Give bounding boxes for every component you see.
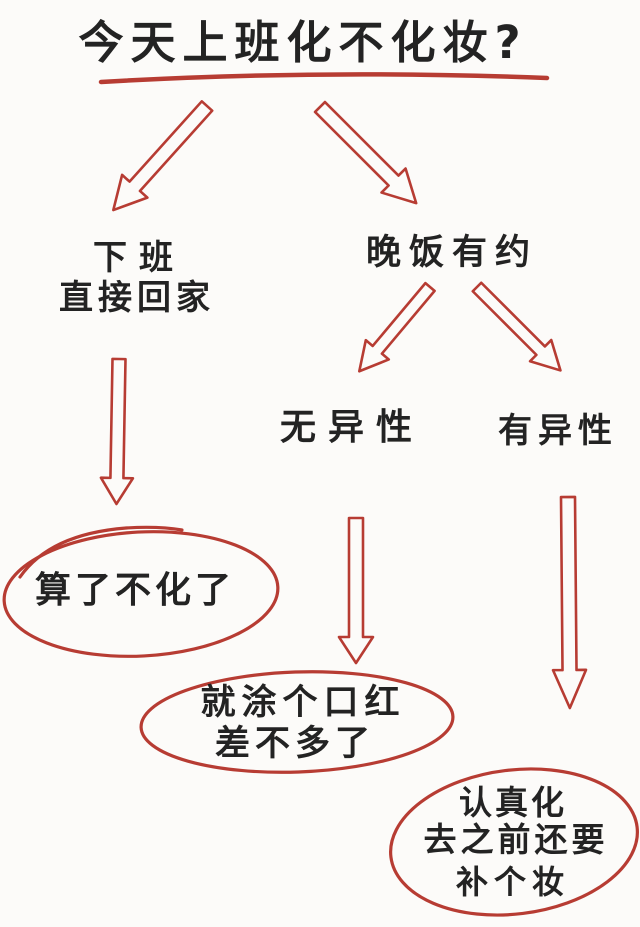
arrow-dinner-to-with-opposite-sex — [471, 281, 562, 372]
node-go-home-line1: 下班 — [93, 238, 185, 278]
outcome-full-makeup-line3: 补个妆 — [455, 863, 571, 901]
oval-no-makeup — [2, 525, 280, 658]
oval-just-lipstick — [139, 670, 455, 774]
arrow-no-opposite-sex-to-lipstick — [337, 516, 375, 665]
arrow-dinner-to-no-opposite-sex — [357, 281, 436, 373]
outcome-full-makeup-line2: 去之前还要 — [423, 820, 609, 859]
outcome-lipstick-line1: 就涂个口红 — [200, 683, 406, 723]
node-no-opposite-sex: 无异性 — [279, 407, 425, 448]
arrow-title-to-go-home — [112, 100, 214, 212]
outcome-lipstick-line2: 差不多了 — [214, 724, 376, 764]
node-go-home-line2: 直接回家 — [59, 278, 215, 318]
page-title: 今天上班化不化妆? — [78, 16, 528, 69]
node-dinner-plans: 晚饭有约 — [365, 233, 539, 273]
outcome-full-makeup-line1: 认真化 — [459, 783, 567, 822]
node-with-opposite-sex: 有异性 — [498, 411, 618, 451]
oval-full-makeup — [389, 767, 639, 917]
arrow-title-to-dinner-plans — [313, 100, 418, 205]
arrow-go-home-to-no-makeup — [99, 357, 135, 506]
outcome-no-makeup-text: 算了不化了 — [34, 570, 236, 611]
oval-no-makeup-double-stroke — [18, 525, 184, 579]
arrow-with-opposite-sex-to-full-makeup — [551, 495, 588, 710]
title-underline — [98, 72, 550, 85]
